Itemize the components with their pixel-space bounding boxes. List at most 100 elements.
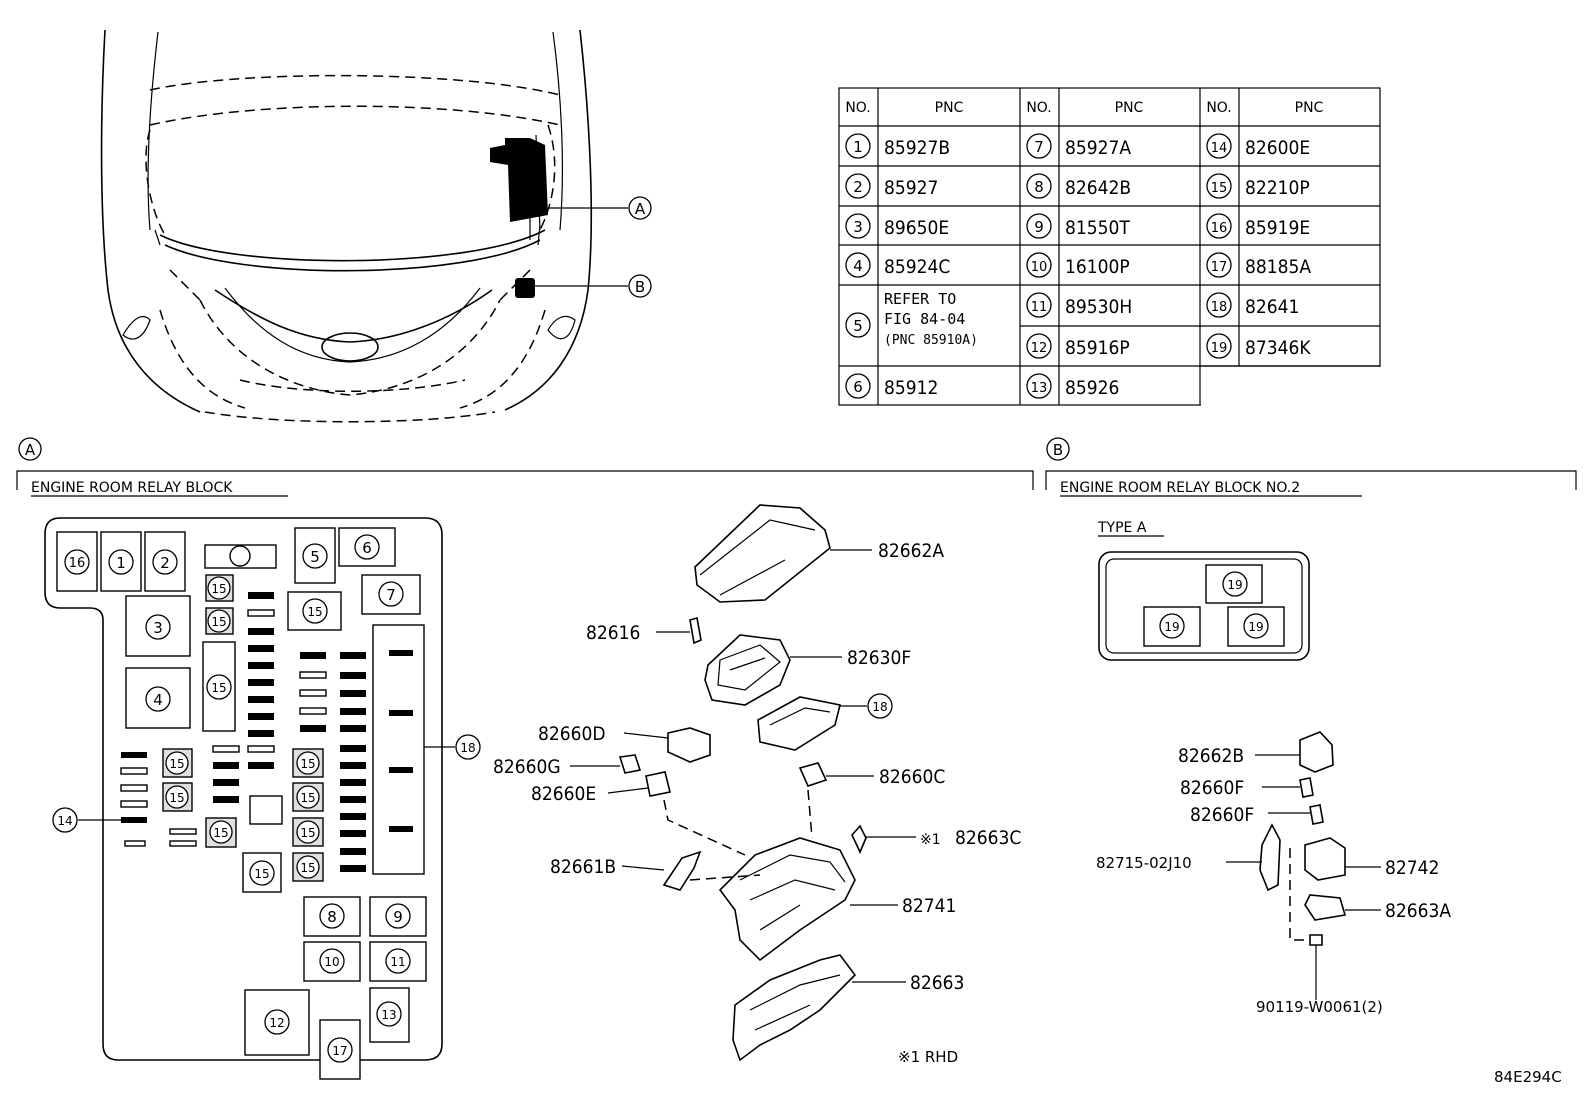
svg-text:7: 7 <box>1034 138 1044 156</box>
svg-text:1: 1 <box>116 554 126 572</box>
svg-text:6: 6 <box>362 539 372 557</box>
slot-label-15: 15 <box>209 820 233 844</box>
svg-text:15: 15 <box>300 826 315 840</box>
svg-text:85926: 85926 <box>1065 377 1119 399</box>
part-labels-a: 82662A 82616 82630F 18 82660D 82660G 826… <box>493 540 1021 1066</box>
svg-text:13: 13 <box>1031 381 1048 396</box>
svg-text:B: B <box>1053 441 1063 459</box>
svg-text:82642B: 82642B <box>1065 177 1131 199</box>
slot-label-3: 3 <box>145 614 171 640</box>
svg-text:6: 6 <box>853 378 863 396</box>
svg-text:17: 17 <box>332 1044 347 1058</box>
svg-text:18: 18 <box>872 700 887 714</box>
table-row: 8 82642B <box>1026 173 1131 199</box>
pnc-table <box>838 87 1382 407</box>
svg-text:18: 18 <box>1211 300 1228 315</box>
table-row: 14 82600E <box>1206 133 1310 159</box>
vehicle-front-view <box>100 29 628 423</box>
table-row: 3 89650E <box>845 213 949 239</box>
svg-text:16: 16 <box>69 556 86 571</box>
slot-label-9: 9 <box>385 903 411 929</box>
svg-text:9: 9 <box>393 908 403 926</box>
table-row: 10 16100P <box>1026 252 1130 278</box>
part-label: 82660F <box>1190 804 1254 826</box>
svg-text:85919E: 85919E <box>1245 217 1310 239</box>
slot-label-18: 18 <box>867 693 893 719</box>
svg-text:15: 15 <box>211 681 226 695</box>
part-labels-b: 82662B 82660F 82660F 82715-02J10 82742 8… <box>1096 745 1451 1016</box>
section-a-header: A ENGINE ROOM RELAY BLOCK <box>16 437 1034 497</box>
slot-label-18: 18 <box>455 734 481 760</box>
slot-label-14: 14 <box>52 807 78 833</box>
svg-text:85912: 85912 <box>884 377 938 399</box>
slot-label-15: 15 <box>296 785 320 809</box>
svg-text:88185A: 88185A <box>1245 256 1311 278</box>
section-b-content: TYPE A 19 19 19 <box>1097 520 1381 1000</box>
svg-text:81550T: 81550T <box>1065 217 1130 239</box>
slot-label-7: 7 <box>378 581 404 607</box>
fuse-column <box>299 652 366 872</box>
svg-text:12: 12 <box>1031 341 1048 356</box>
callout-a: A <box>628 196 652 220</box>
svg-text:19: 19 <box>1164 620 1179 634</box>
svg-text:89530H: 89530H <box>1065 296 1132 318</box>
slot-label-5: 5 <box>302 543 328 569</box>
part-label: 82630F <box>847 647 911 669</box>
svg-text:82600E: 82600E <box>1245 137 1310 159</box>
svg-text:14: 14 <box>57 814 72 828</box>
svg-text:85927: 85927 <box>884 177 938 199</box>
svg-text:(PNC 85910A): (PNC 85910A) <box>884 333 978 348</box>
svg-text:4: 4 <box>153 691 163 709</box>
svg-text:82210P: 82210P <box>1245 177 1310 199</box>
svg-text:16: 16 <box>1211 221 1228 236</box>
part-label: 82663A <box>1385 900 1451 922</box>
svg-text:4: 4 <box>853 257 863 275</box>
svg-text:15: 15 <box>1211 181 1228 196</box>
table-header: NO. PNC NO. PNC NO. PNC <box>845 100 1323 116</box>
svg-text:17: 17 <box>1211 260 1228 275</box>
svg-text:87346K: 87346K <box>1245 337 1311 359</box>
svg-text:15: 15 <box>169 757 184 771</box>
slot-label-15: 15 <box>207 609 231 633</box>
part-label: 82660F <box>1180 777 1244 799</box>
table-row: 11 89530H <box>1026 292 1132 318</box>
slot-label-15: 15 <box>207 576 231 600</box>
svg-text:15: 15 <box>169 791 184 805</box>
table-body: 1 85927B 2 85927 3 89650E 4 85924C 5 REF… <box>845 133 1311 399</box>
svg-text:15: 15 <box>300 757 315 771</box>
table-row: 19 87346K <box>1206 333 1311 359</box>
rhd-note: ※1 RHD <box>898 1048 958 1066</box>
part-label: 82663 <box>910 972 964 994</box>
svg-text:7: 7 <box>386 586 396 604</box>
table-row: 1 85927B <box>845 133 950 159</box>
slot-label-17: 17 <box>327 1037 353 1063</box>
slot-label-15: 15 <box>165 751 189 775</box>
svg-text:85916P: 85916P <box>1065 337 1130 359</box>
slot-label-10: 10 <box>319 948 345 974</box>
svg-text:15: 15 <box>213 826 228 840</box>
section-a-title: ENGINE ROOM RELAY BLOCK <box>31 480 233 496</box>
svg-text:2: 2 <box>853 178 863 196</box>
slot-label-15: 15 <box>302 598 328 624</box>
table-row: 6 85912 <box>845 373 938 399</box>
callout-b: B <box>628 274 652 298</box>
type-label: TYPE A <box>1097 520 1147 536</box>
svg-text:85927B: 85927B <box>884 137 950 159</box>
svg-text:A: A <box>25 441 36 459</box>
table-row: 13 85926 <box>1026 373 1119 399</box>
col-header-pnc-1: PNC <box>935 100 964 116</box>
table-row: 17 88185A <box>1206 252 1311 278</box>
svg-text:15: 15 <box>254 867 269 881</box>
table-row: 16 85919E <box>1206 213 1310 239</box>
slot-label-19: 19 <box>1159 613 1185 639</box>
table-row: 4 85924C <box>845 252 950 278</box>
svg-text:14: 14 <box>1211 141 1228 156</box>
slot-label-11: 11 <box>385 948 411 974</box>
svg-text:8: 8 <box>327 908 337 926</box>
part-label: 82616 <box>586 622 640 644</box>
svg-text:12: 12 <box>269 1016 284 1030</box>
col-header-pnc-2: PNC <box>1115 100 1144 116</box>
svg-text:3: 3 <box>853 218 863 236</box>
svg-text:A: A <box>635 200 646 218</box>
